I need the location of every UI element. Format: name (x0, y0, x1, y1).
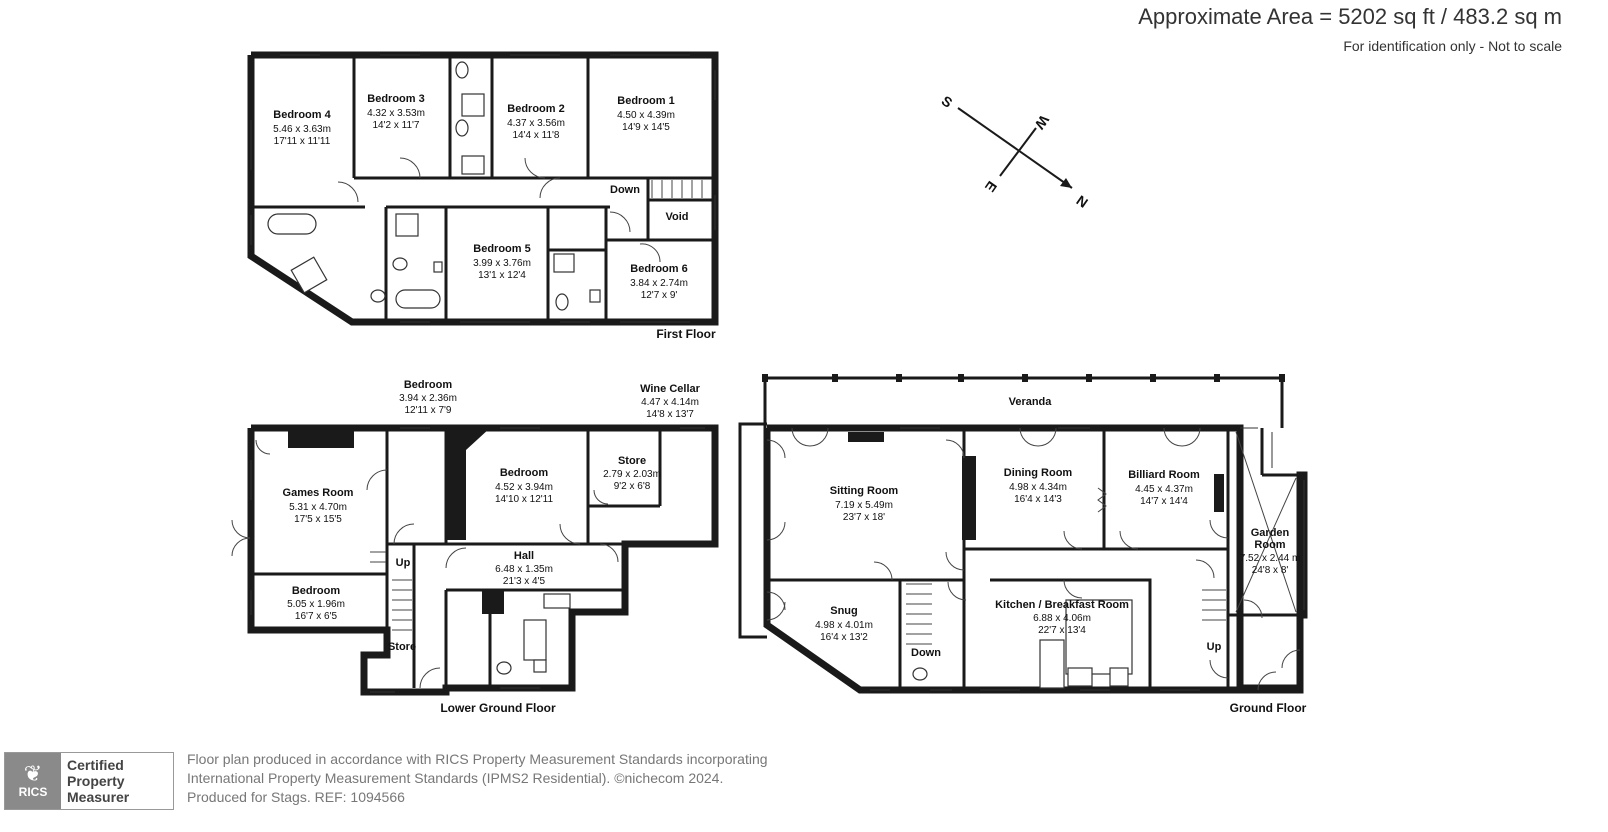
first-floor-label: First Floor (656, 327, 716, 341)
first-floor-room-metric: 3.84 x 2.74m (630, 278, 688, 289)
ground-room-metric: 4.45 x 4.37m (1135, 484, 1193, 495)
lower-room-name: Store (618, 455, 646, 467)
first-floor-plan: Bedroom 4 5.46 x 3.63m 17'11 x 11'11 Bed… (247, 51, 719, 341)
ground-floor-label: Ground Floor (1230, 701, 1307, 715)
rics-crest-icon: ❦ (23, 761, 43, 786)
compass-south: S (939, 92, 956, 110)
ground-room-imperial: 23'7 x 18' (843, 512, 885, 523)
badge-line-3: Measurer (67, 789, 130, 805)
lower-room-imperial: 12'11 x 7'9 (404, 405, 451, 416)
ground-room-name: Billiard Room (1128, 469, 1200, 481)
lower-room-name: Games Room (283, 487, 354, 499)
lower-room-name: Bedroom (404, 379, 453, 391)
identification-note: For identification only - Not to scale (1343, 38, 1562, 54)
first-floor-room-metric: 5.46 x 3.63m (273, 124, 331, 135)
ground-room-imperial: 24'8 x 8' (1252, 565, 1289, 576)
ground-room-name: Kitchen / Breakfast Room (995, 599, 1129, 611)
veranda-label: Veranda (1009, 396, 1053, 408)
lower-room-metric: 4.52 x 3.94m (495, 482, 553, 493)
lower-ground-floor-label: Lower Ground Floor (440, 701, 556, 715)
ground-room-name: Dining Room (1004, 467, 1073, 479)
lower-room-imperial: 14'10 x 12'11 (495, 494, 554, 505)
lower-room-name: Bedroom (500, 467, 549, 479)
approximate-area: Approximate Area = 5202 sq ft / 483.2 sq… (1138, 4, 1562, 29)
lower-room-name: Hall (514, 550, 534, 562)
ground-room-imperial: 14'7 x 14'4 (1140, 496, 1188, 507)
lower-room-metric: 2.79 x 2.03m (603, 469, 661, 480)
ground-room-metric: 6.88 x 4.06m (1033, 613, 1091, 624)
first-floor-room-imperial: 17'11 x 11'11 (274, 136, 331, 147)
first-floor-room-name: Bedroom 3 (367, 93, 424, 105)
ground-down-label: Down (911, 647, 941, 659)
ground-room-name: Sitting Room (830, 485, 899, 497)
lower-room-imperial: 17'5 x 15'5 (294, 514, 342, 525)
ground-room-metric: 7.19 x 5.49m (835, 500, 893, 511)
footer-line-3: Produced for Stags. REF: 1094566 (187, 789, 405, 805)
lower-room-metric: 6.48 x 1.35m (495, 564, 553, 575)
lower-room-metric: 3.94 x 2.36m (399, 393, 457, 404)
first-floor-room-imperial: 14'9 x 14'5 (622, 122, 670, 133)
lower-room-imperial: 9'2 x 6'8 (614, 481, 651, 492)
lower-store-label: Store (388, 641, 416, 653)
first-floor-room-name: Bedroom 5 (473, 243, 530, 255)
badge-line-2: Property (67, 773, 125, 789)
ground-room-name-line2: Room (1254, 539, 1285, 551)
rics-certified-badge: ❦ RICS Certified Property Measurer (4, 752, 174, 810)
first-floor-room-imperial: 14'4 x 11'8 (512, 130, 559, 141)
first-floor-room-name: Bedroom 2 (507, 103, 564, 115)
ground-room-imperial: 22'7 x 13'4 (1038, 625, 1086, 636)
ground-room-metric: 4.98 x 4.34m (1009, 482, 1067, 493)
ground-room-name: Snug (830, 605, 858, 617)
lower-room-name: Wine Cellar (640, 383, 701, 395)
ground-floor-plan: Veranda (738, 374, 1308, 715)
first-floor-room-metric: 4.37 x 3.56m (507, 118, 565, 129)
lower-room-metric: 4.47 x 4.14m (641, 397, 699, 408)
first-floor-room-metric: 3.99 x 3.76m (473, 258, 531, 269)
footer-line-1: Floor plan produced in accordance with R… (187, 751, 768, 767)
first-floor-room-metric: 4.32 x 3.53m (367, 108, 425, 119)
first-floor-room-imperial: 12'7 x 9' (641, 290, 678, 301)
lower-room-name: Bedroom (292, 585, 341, 597)
badge-line-1: Certified (67, 757, 124, 773)
ground-up-label: Up (1207, 641, 1222, 653)
lower-room-imperial: 21'3 x 4'5 (503, 576, 546, 587)
first-floor-room-name: Bedroom 4 (273, 109, 331, 121)
lower-room-imperial: 16'7 x 6'5 (295, 611, 338, 622)
first-floor-room-imperial: 13'1 x 12'4 (478, 270, 526, 281)
rics-logo: ❦ RICS (5, 753, 61, 809)
lower-ground-floor-plan: Games Room 5.31 x 4.70m 17'5 x 15'5 Bedr… (231, 379, 719, 715)
compass: S N W E (939, 92, 1091, 211)
first-floor-room-metric: 4.50 x 4.39m (617, 110, 675, 121)
lower-room-metric: 5.31 x 4.70m (289, 502, 347, 513)
rics-logo-text: RICS (18, 785, 48, 799)
certified-property-measurer-text: Certified Property Measurer (61, 753, 135, 809)
footer-line-2: International Property Measurement Stand… (187, 770, 724, 786)
first-floor-down-label: Down (610, 184, 640, 196)
compass-north: N (1074, 192, 1091, 211)
ground-room-metric: 7.52 x 2.44 m (1240, 553, 1301, 564)
void-label: Void (665, 211, 688, 223)
lower-up-label: Up (396, 557, 411, 569)
lower-room-metric: 5.05 x 1.96m (287, 599, 345, 610)
ground-room-imperial: 16'4 x 13'2 (820, 632, 868, 643)
lower-room-imperial: 14'8 x 13'7 (646, 409, 694, 420)
first-floor-room-name: Bedroom 1 (617, 95, 674, 107)
first-floor-room-name: Bedroom 6 (630, 263, 687, 275)
ground-room-imperial: 16'4 x 14'3 (1014, 494, 1062, 505)
first-floor-room-imperial: 14'2 x 11'7 (372, 120, 419, 131)
ground-room-name: Garden (1251, 527, 1290, 539)
compass-east: E (982, 178, 1000, 195)
ground-room-metric: 4.98 x 4.01m (815, 620, 873, 631)
footer-disclaimer: Floor plan produced in accordance with R… (187, 750, 768, 807)
